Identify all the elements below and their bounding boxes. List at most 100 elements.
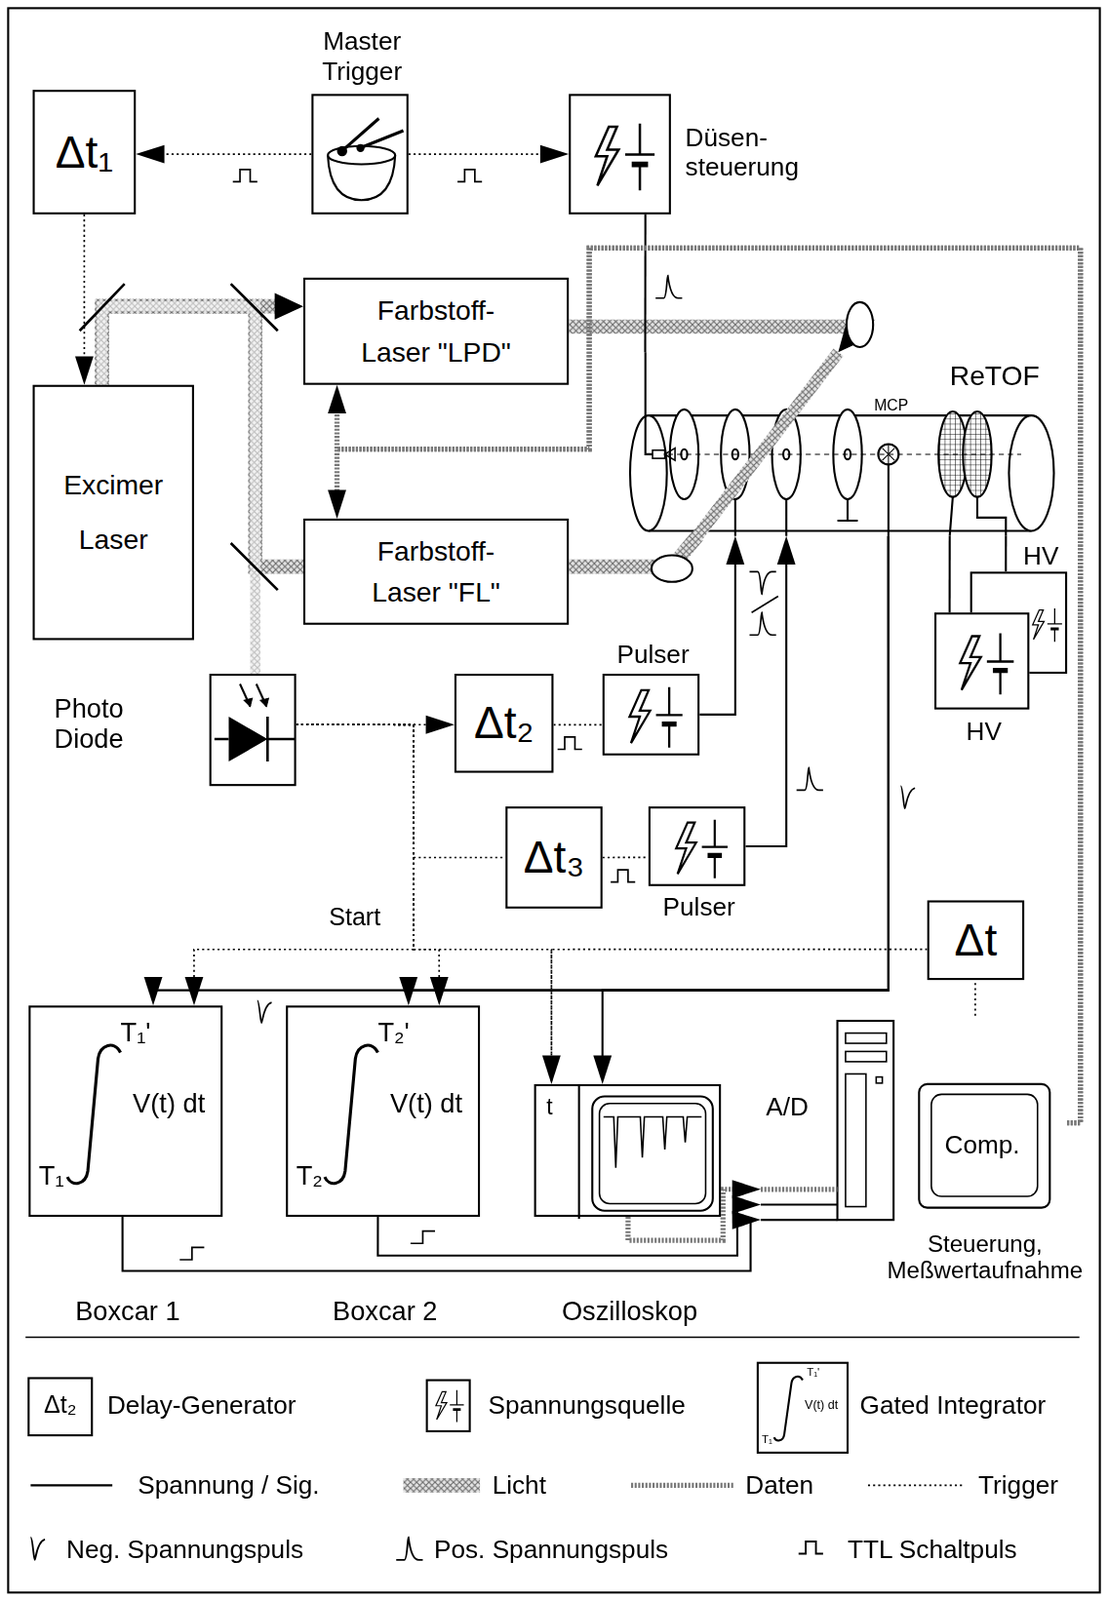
photo-diode: Photo Diode bbox=[209, 673, 297, 787]
connector bbox=[408, 145, 569, 164]
connector-line bbox=[553, 723, 602, 726]
arrow-head bbox=[725, 536, 745, 565]
connector-line bbox=[156, 153, 313, 156]
arrow-head bbox=[327, 490, 347, 519]
connector bbox=[296, 715, 455, 735]
connector-line bbox=[1004, 536, 1007, 573]
text-label: T₁' bbox=[806, 1366, 820, 1380]
node-label: T₂' bbox=[377, 1018, 409, 1049]
photo-diode-symbol bbox=[211, 675, 299, 789]
node-label: Boxcar 1 bbox=[30, 1297, 225, 1328]
pulser-symbol bbox=[650, 808, 748, 889]
connector bbox=[1005, 536, 1007, 573]
arrow-head bbox=[398, 977, 418, 1006]
node-label: Düsen- steuerung bbox=[685, 122, 839, 182]
dye-laser: Farbstoff- Laser "FL" bbox=[303, 518, 569, 626]
node-label: V(t) dt bbox=[390, 1089, 463, 1120]
legend-label: Gated Integrator bbox=[860, 1390, 1047, 1421]
legend-label: TTL Schaltpuls bbox=[847, 1535, 1018, 1565]
pulser: Pulser bbox=[602, 673, 700, 756]
retof-spectrometer: ReTOF bbox=[628, 352, 1058, 536]
text-label: MCP bbox=[873, 395, 909, 414]
node-label: Steuerung, Meßwertaufnahme bbox=[874, 1230, 1095, 1285]
connector bbox=[75, 214, 94, 386]
connector-line bbox=[568, 326, 860, 338]
connector bbox=[135, 145, 312, 164]
arrow-head bbox=[144, 977, 163, 1006]
arrow-head bbox=[426, 715, 455, 735]
oscilloscope-symbol bbox=[536, 1086, 724, 1220]
dye-laser: Farbstoff- Laser "LPD" bbox=[303, 277, 569, 386]
arrow-head bbox=[540, 145, 569, 164]
legend-label: Licht bbox=[492, 1470, 547, 1501]
node-label: T₂ bbox=[296, 1160, 323, 1191]
text-label: V(t) dt bbox=[804, 1398, 838, 1413]
node-label: Comp. bbox=[944, 1130, 1020, 1160]
text-label: Δt₂ bbox=[28, 1390, 92, 1420]
node-label: Δt₂ bbox=[474, 697, 534, 750]
connector bbox=[568, 321, 868, 353]
high-voltage-supply-symbol bbox=[936, 614, 1031, 712]
connector-line bbox=[83, 214, 86, 365]
arrow-head bbox=[593, 1056, 612, 1085]
node-label: Pulser bbox=[645, 892, 753, 922]
node-label: Farbstoff- Laser "LPD" bbox=[348, 289, 524, 373]
legend-label: Trigger bbox=[978, 1470, 1059, 1501]
node-label: ReTOF bbox=[949, 360, 1040, 394]
oscilloscope: tOszilloskop bbox=[534, 1084, 722, 1218]
node-label: Δt bbox=[954, 914, 998, 967]
delay-generator: Δt₂ bbox=[454, 673, 554, 774]
connector-line bbox=[122, 1217, 752, 1271]
node-label: Oszilloskop bbox=[515, 1297, 744, 1328]
master-trigger: Master Trigger bbox=[311, 93, 408, 215]
computer: A/DComp.Steuerung, Meßwertaufnahme bbox=[760, 1016, 1068, 1303]
connector bbox=[593, 536, 889, 1085]
node-label: Excimer Laser bbox=[46, 457, 180, 568]
node-label: Pulser bbox=[599, 638, 708, 669]
connector-line bbox=[699, 555, 736, 715]
delay-generator: Δt₁ bbox=[33, 89, 137, 215]
connector-line bbox=[408, 153, 550, 156]
pulser: Pulser bbox=[648, 806, 746, 887]
high-voltage-supply: HV bbox=[934, 612, 1029, 710]
gated-integrator: T₁'V(t) dtT₁Boxcar 1 bbox=[28, 1005, 223, 1218]
gated-integrator: T₂'V(t) dtT₂Boxcar 2 bbox=[285, 1005, 480, 1218]
connector bbox=[974, 980, 976, 1017]
node-label: T₁ bbox=[39, 1160, 65, 1191]
arrow-head bbox=[777, 536, 796, 565]
connector bbox=[699, 536, 745, 715]
legend-label: Neg. Spannungspuls bbox=[66, 1535, 304, 1565]
arrow-head bbox=[75, 356, 94, 385]
connector-line bbox=[602, 536, 889, 1066]
node-label: HV bbox=[936, 716, 1031, 747]
arrow-head bbox=[135, 145, 164, 164]
connector bbox=[122, 1211, 761, 1272]
pulser-symbol bbox=[604, 675, 702, 758]
connector bbox=[602, 857, 649, 859]
connector bbox=[949, 536, 950, 614]
delay-generator: Δt₃ bbox=[505, 806, 602, 910]
legend-label: Daten bbox=[745, 1470, 814, 1501]
connector-line bbox=[745, 555, 787, 847]
voltage-source-symbol bbox=[570, 95, 673, 217]
legend-label: Pos. Spannungspuls bbox=[434, 1535, 669, 1565]
node-label: Δt₃ bbox=[523, 831, 585, 884]
node-label: Δt₁ bbox=[55, 126, 114, 179]
connector-line bbox=[296, 724, 440, 987]
excimer-laser: Excimer Laser bbox=[33, 385, 195, 641]
master-trigger-symbol bbox=[313, 95, 410, 217]
legend-label: Spannungsquelle bbox=[487, 1390, 685, 1421]
connector bbox=[745, 536, 795, 847]
node-label: Master Trigger bbox=[292, 26, 431, 85]
legend-label: Delay-Generator bbox=[107, 1390, 296, 1421]
delay-generator: Δt bbox=[927, 900, 1025, 981]
connector-line bbox=[602, 857, 649, 860]
legend-label: Spannung / Sig. bbox=[137, 1470, 319, 1501]
connector-line bbox=[643, 214, 646, 353]
text-label: T₁ bbox=[761, 1433, 773, 1447]
text-label: Start bbox=[328, 903, 381, 932]
